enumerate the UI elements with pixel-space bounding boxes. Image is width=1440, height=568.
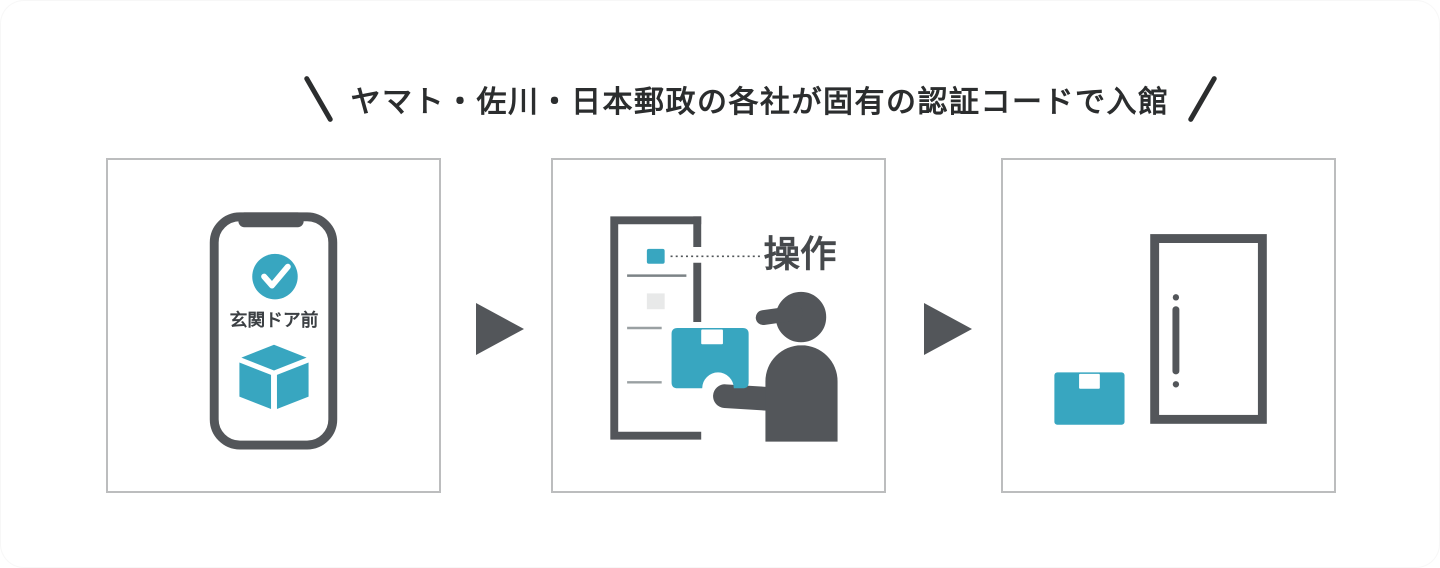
locker-open-button <box>646 248 665 264</box>
door-handle-dot <box>1172 381 1180 388</box>
package-label <box>701 329 723 345</box>
delivery-person-icon <box>671 288 838 442</box>
step2-illustration: 操作 <box>610 216 838 442</box>
locker-button-inactive <box>646 293 665 310</box>
package-label <box>1079 373 1100 389</box>
delivery-locker-icon <box>610 216 702 440</box>
operation-label: 操作 <box>763 234 836 275</box>
panel-step-2: 操作 <box>551 158 886 493</box>
slash-right-decoration <box>1186 75 1218 123</box>
arrow-right-icon <box>924 303 972 355</box>
headline-text: ヤマト・佐川・日本郵政の各社が固有の認証コードで入館 <box>350 86 1170 119</box>
step3-illustration <box>1054 234 1267 425</box>
step1-illustration: 玄関ドア前 <box>209 212 338 450</box>
checkmark-circle-icon <box>252 253 298 300</box>
person-body <box>765 345 838 442</box>
door-handle-dot <box>1172 294 1180 301</box>
package-box-icon <box>671 327 749 389</box>
person-cap-brim <box>755 305 803 326</box>
phone-screen-label: 玄関ドア前 <box>230 309 319 330</box>
delivered-package-icon <box>1054 372 1125 425</box>
door-frame <box>1150 234 1267 424</box>
checkmark-icon <box>261 263 291 289</box>
door-icon <box>1150 234 1267 424</box>
phone-frame <box>209 212 338 450</box>
panel-step-3 <box>1001 158 1336 493</box>
door-handle-icon <box>1172 306 1180 375</box>
arrow-right-icon <box>476 303 524 355</box>
locker-outline <box>610 216 702 440</box>
slash-left-decoration <box>302 75 334 123</box>
panel-step-1: 玄関ドア前 <box>106 158 441 493</box>
headline: ヤマト・佐川・日本郵政の各社が固有の認証コードで入館 <box>41 73 1440 125</box>
phone-notch <box>238 212 304 228</box>
